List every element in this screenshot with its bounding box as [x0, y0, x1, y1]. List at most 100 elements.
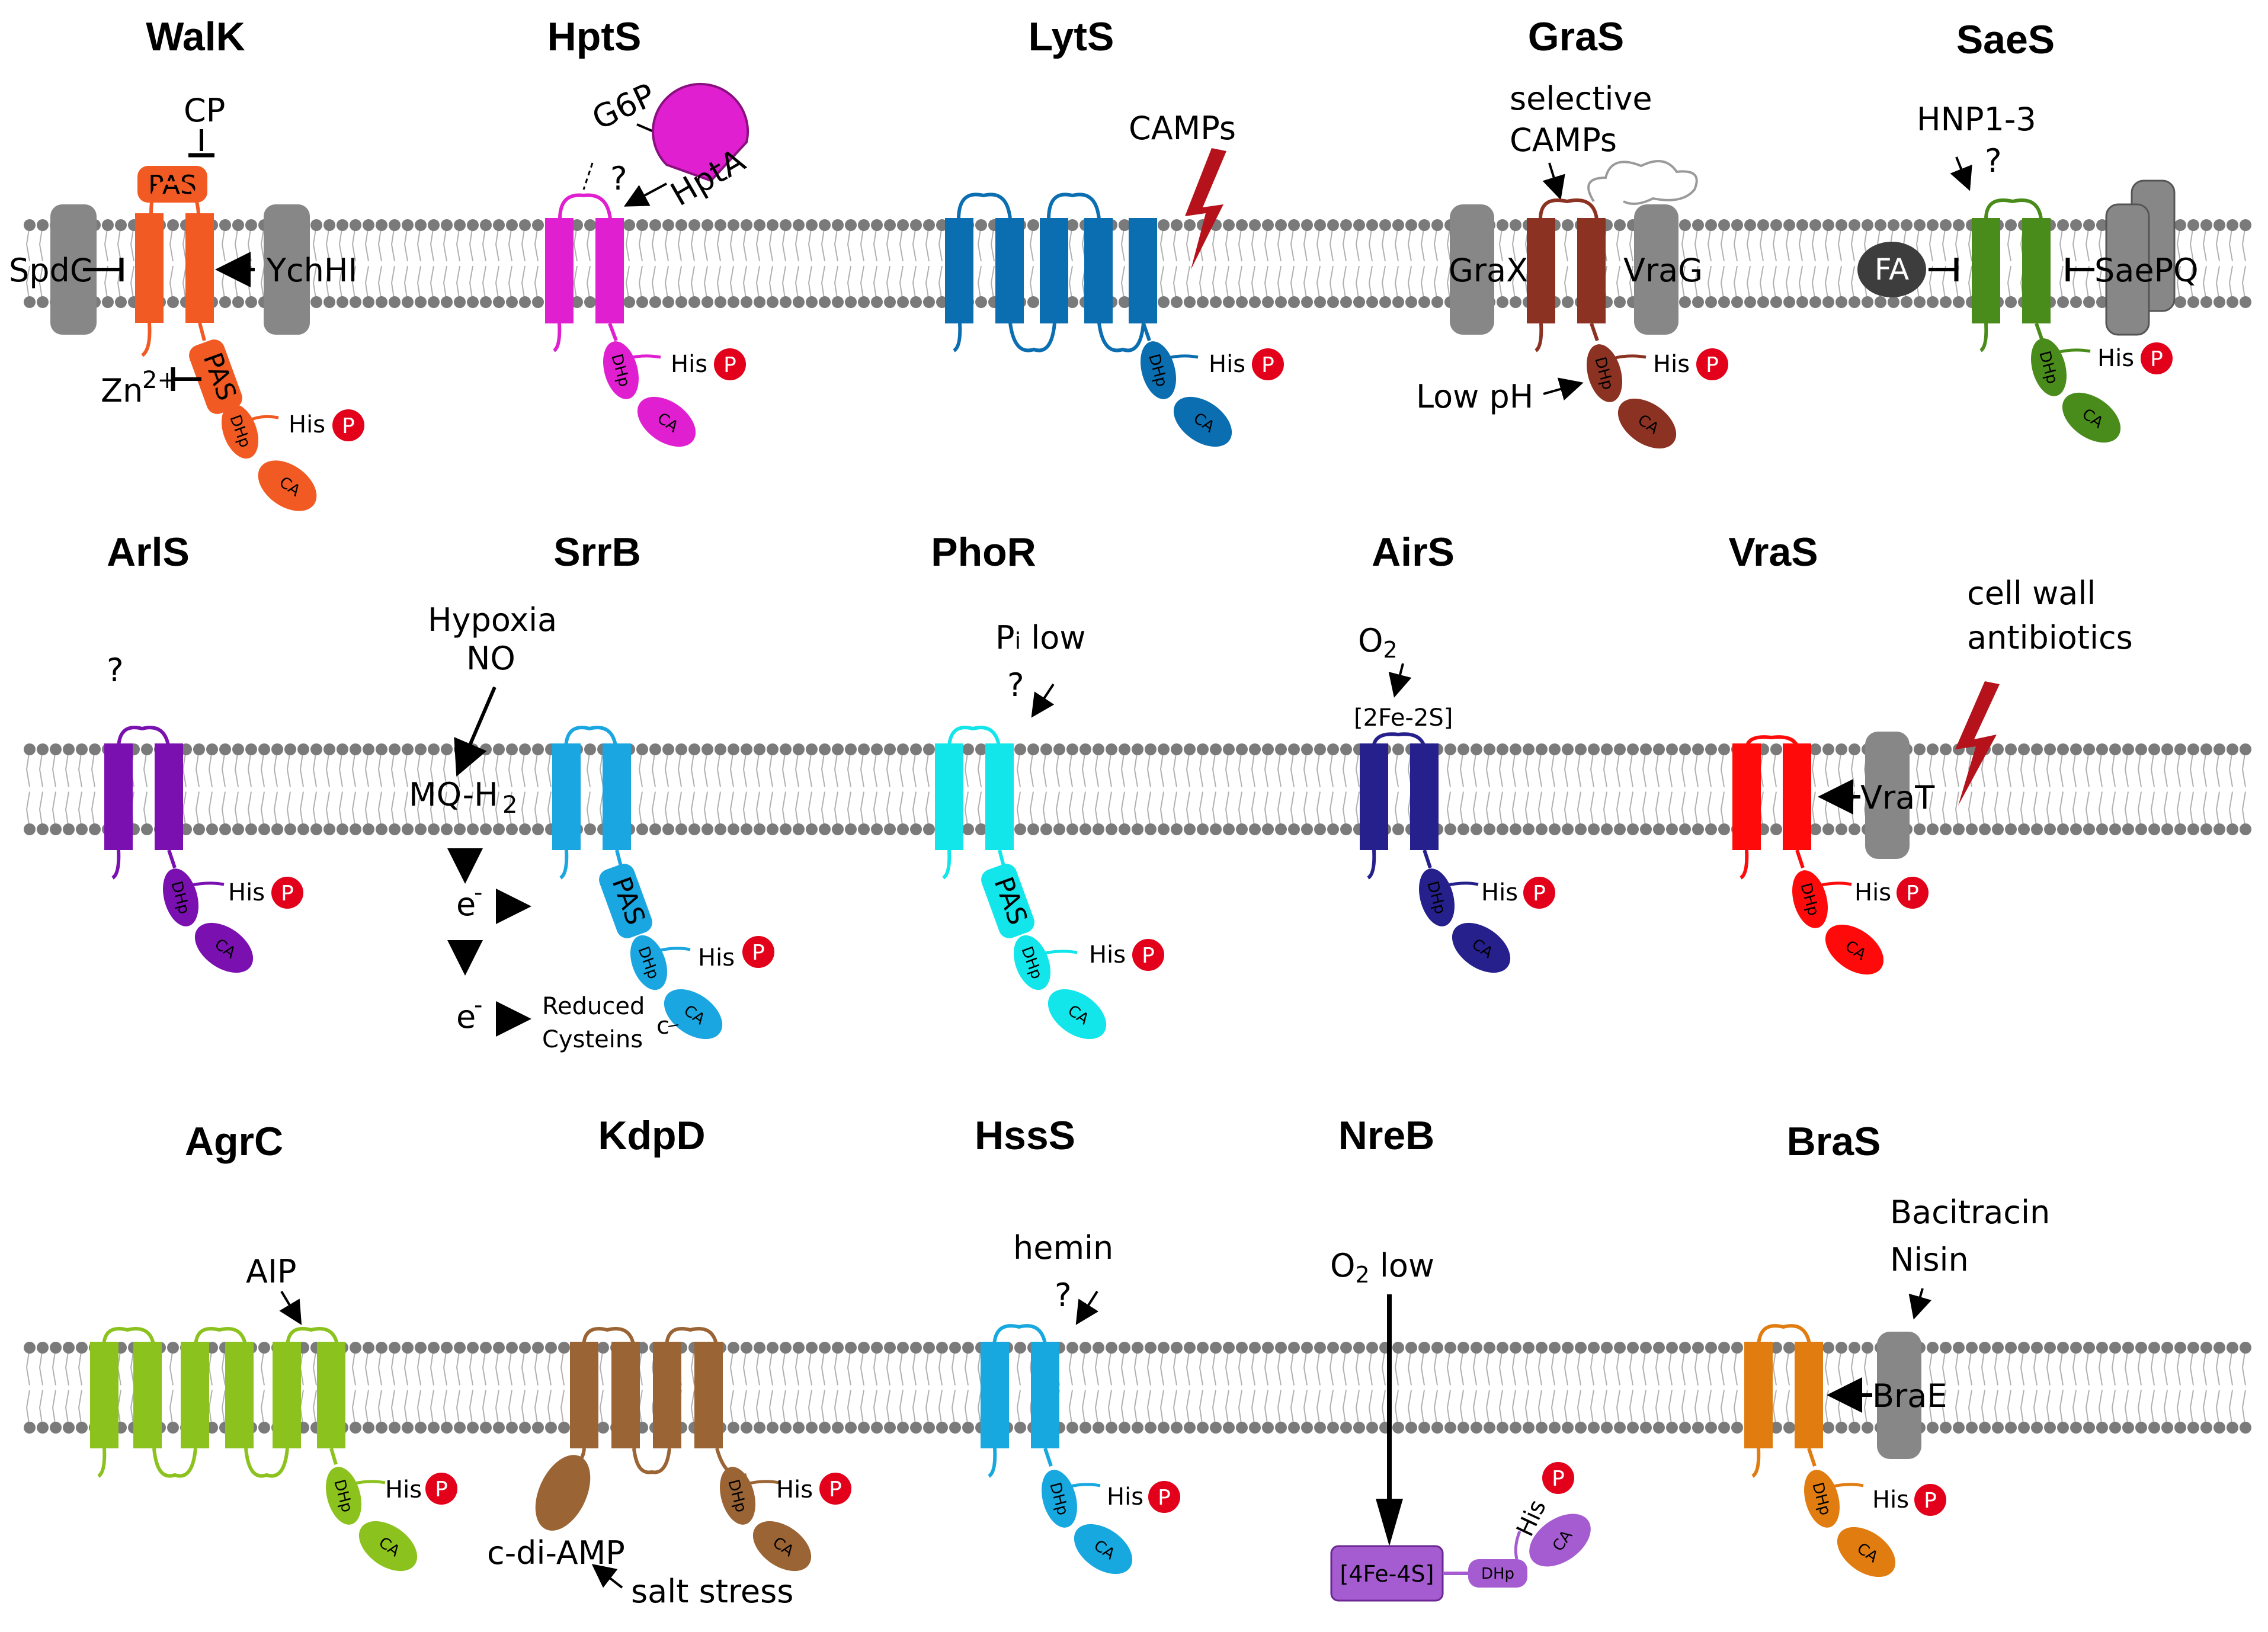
lipid-head: [1171, 1342, 1183, 1354]
fa-label: FA: [1875, 252, 1909, 287]
lipid-head: [1640, 1342, 1652, 1354]
lipid-head: [271, 823, 283, 835]
lipid-head: [1679, 219, 1691, 231]
lipid-head: [245, 823, 257, 835]
cyto-tail: [141, 322, 152, 357]
lipid-head: [1575, 743, 1587, 755]
panel-lyts: LytS CAMPs DHp CA His P: [945, 14, 1284, 447]
lipid-head: [832, 1342, 844, 1354]
lipid-head: [1066, 743, 1078, 755]
lipid-head: [780, 1342, 792, 1354]
cyto-tail: [1535, 323, 1543, 352]
cyto-tail: [953, 323, 962, 352]
dhp-domain: [1419, 868, 1455, 926]
lipid-head: [1966, 1342, 1978, 1354]
lipid-head: [2161, 823, 2173, 835]
lipid-head: [1653, 823, 1665, 835]
brae-label: BraE: [1872, 1377, 1947, 1415]
lipid-head: [975, 219, 987, 231]
lipid-head: [1158, 823, 1170, 835]
lipid-head: [1262, 219, 1274, 231]
lipid-head: [2083, 296, 2095, 308]
lipid-head: [975, 823, 987, 835]
lipid-head: [832, 823, 844, 835]
lipid-head: [1744, 296, 1756, 308]
lipid-head: [2174, 1342, 2186, 1354]
phospho-icon: [819, 1473, 851, 1505]
lipid-head: [350, 823, 361, 835]
lipid-head: [1822, 296, 1834, 308]
lipid-head: [1106, 1342, 1117, 1354]
lipid-head: [2148, 743, 2160, 755]
lipid-head: [1497, 1342, 1508, 1354]
lipid-head: [1653, 1422, 1665, 1434]
lipid-head: [1418, 296, 1430, 308]
phospho-label: P: [1552, 1467, 1565, 1491]
tm-helix: [995, 218, 1024, 323]
lipid-head: [623, 296, 635, 308]
cyto-tail: [1751, 1448, 1761, 1478]
ychhi-label: YchHI: [266, 252, 357, 289]
his-linker: [746, 1480, 780, 1486]
tm-helix: [185, 213, 214, 323]
lipid-head: [1053, 743, 1065, 755]
lipid-head: [1914, 296, 1926, 308]
vrag-label: VraG: [1623, 252, 1703, 289]
lipid-head: [793, 823, 805, 835]
lipid-head: [1314, 823, 1326, 835]
lipid-head: [1431, 219, 1443, 231]
dhp-domain: [630, 935, 668, 990]
lipid-head: [1783, 219, 1795, 231]
lipid-head: [258, 1422, 270, 1434]
lipid-head: [2057, 1342, 2069, 1354]
lipid-head: [376, 1422, 387, 1434]
lipid-head: [1119, 219, 1130, 231]
lipid-head: [819, 296, 831, 308]
his-linker: [1818, 881, 1852, 887]
panel-title: GraS: [1528, 14, 1625, 59]
lipid-head: [2044, 1342, 2056, 1354]
lipid-head: [1171, 743, 1183, 755]
cyto-linker: [1590, 323, 1599, 341]
panel-title: LytS: [1029, 14, 1114, 59]
lipid-head: [141, 743, 153, 755]
low-ph-label: Low pH: [1416, 378, 1533, 415]
lipid-head: [871, 219, 883, 231]
phospho-label: P: [752, 941, 765, 965]
lipid-head: [962, 1342, 974, 1354]
lipid-head: [480, 743, 492, 755]
dhp-domain: [1141, 341, 1176, 399]
panel-title: ArlS: [107, 530, 190, 575]
lipid-head: [1862, 1342, 1873, 1354]
lipid-head: [923, 219, 935, 231]
lipid-head: [1835, 743, 1847, 755]
lipid-head: [701, 743, 713, 755]
tm-helix: [2022, 218, 2051, 323]
lipid-head: [1666, 823, 1678, 835]
lipid-head: [467, 296, 479, 308]
extracellular-loop: [947, 726, 1001, 750]
lipid-head: [389, 743, 401, 755]
ca-domain: [358, 1521, 418, 1572]
cyto-linker: [1795, 849, 1805, 868]
lipid-head: [1327, 219, 1339, 231]
lipid-head: [1223, 1342, 1235, 1354]
extracellular-loop: [992, 1324, 1047, 1348]
panel-arls: ArlS ? DHp CA His P: [104, 530, 303, 973]
lipid-head: [402, 1342, 414, 1354]
lipid-head: [1992, 1422, 2004, 1434]
lipid-head: [1197, 1342, 1209, 1354]
selective-label: selective: [1510, 80, 1652, 117]
lipid-head: [780, 743, 792, 755]
lipid-head: [1171, 823, 1183, 835]
lipid-head: [2031, 743, 2043, 755]
lipid-head: [1770, 1422, 1782, 1434]
lipid-head: [1862, 1422, 1873, 1434]
lipid-head: [24, 296, 36, 308]
lipid-head: [245, 296, 257, 308]
pi-low: low: [1021, 619, 1085, 656]
lipid-head: [1327, 823, 1339, 835]
lipid-head: [1809, 219, 1821, 231]
panel-hpts: HptS G6P HptA ? DHp CA His P: [545, 14, 751, 447]
lipid-head: [1679, 823, 1691, 835]
